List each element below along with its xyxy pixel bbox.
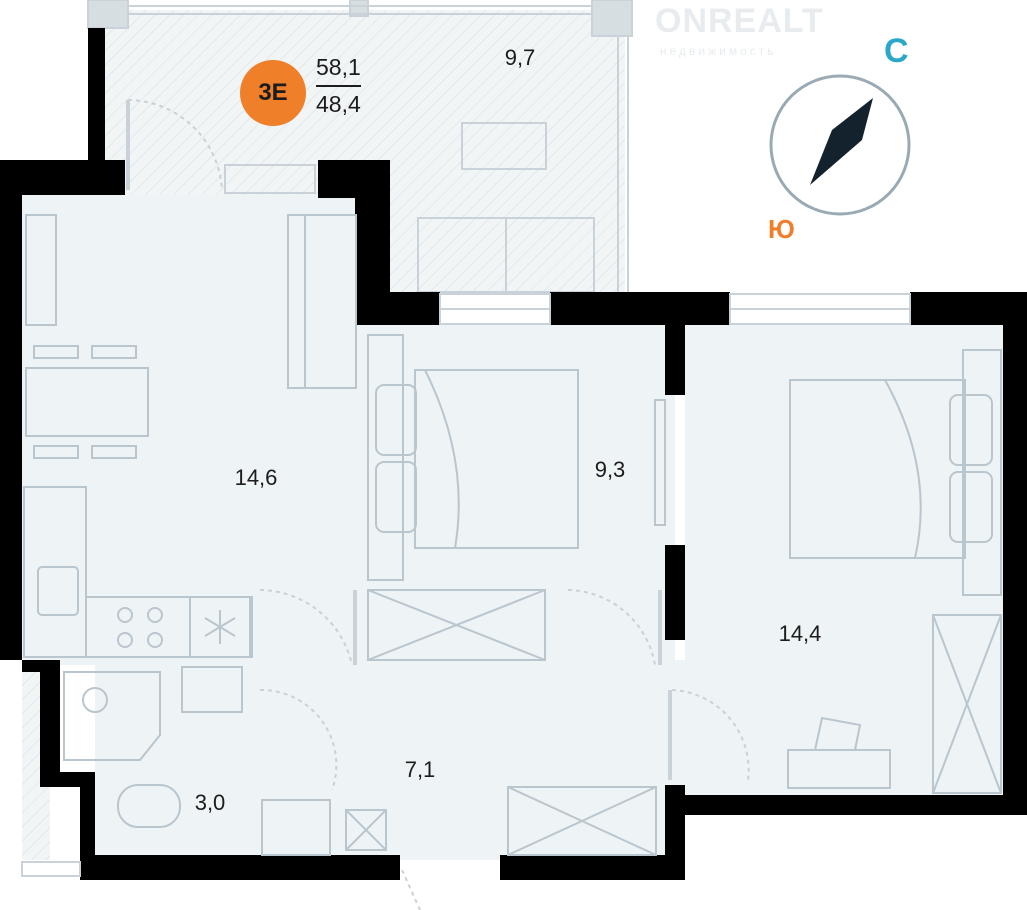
compass-needle-icon bbox=[810, 98, 873, 185]
fraction-line bbox=[316, 85, 361, 87]
apartment-type-badge: 3Е bbox=[240, 60, 306, 126]
area-fraction: 58,1 48,4 bbox=[316, 54, 361, 118]
compass-south-label: Ю bbox=[768, 214, 795, 244]
compass bbox=[769, 74, 911, 216]
room-area-balcony: 9,7 bbox=[504, 45, 536, 70]
living-area: 48,4 bbox=[316, 91, 361, 117]
room-area-bedroom-small: 9,3 bbox=[594, 457, 626, 482]
total-area: 58,1 bbox=[316, 54, 361, 80]
snowflake-icon bbox=[204, 610, 236, 644]
watermark-logo: ONREALT bbox=[655, 2, 824, 40]
balcony-frame bbox=[87, 0, 633, 293]
compass-north-label: С bbox=[884, 32, 909, 70]
windows bbox=[21, 164, 911, 877]
interior-floor bbox=[22, 195, 367, 665]
walls bbox=[0, 28, 1027, 880]
room-area-hallway: 7,1 bbox=[404, 757, 436, 782]
doors bbox=[127, 99, 750, 910]
room-area-bathroom: 3,0 bbox=[194, 790, 226, 815]
room-area-kitchen-living: 14,6 bbox=[234, 465, 278, 490]
furniture bbox=[23, 214, 1002, 856]
room-area-bedroom-large: 14,4 bbox=[778, 621, 822, 646]
watermark-subtitle: недвижимость bbox=[660, 44, 777, 58]
